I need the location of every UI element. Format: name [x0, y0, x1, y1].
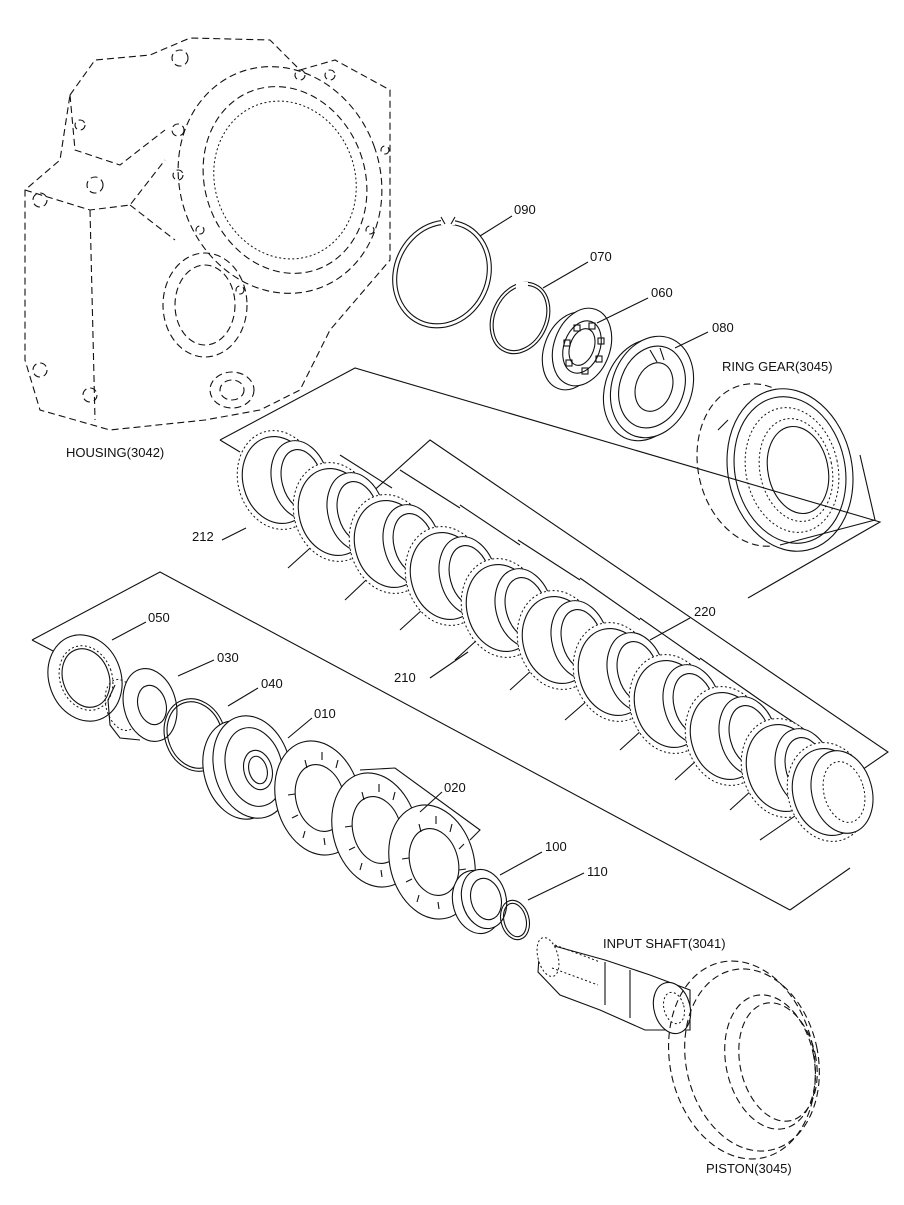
- label-080[interactable]: 080: [712, 320, 734, 335]
- retainer-plate-010[interactable]: [192, 707, 302, 828]
- clutch-pack-outer-frame: [219, 367, 882, 599]
- ring-gear-part[interactable]: [682, 372, 876, 563]
- bearing-060[interactable]: [532, 300, 622, 398]
- snap-ring-110[interactable]: [496, 897, 533, 943]
- label-070[interactable]: 070: [590, 249, 612, 264]
- label-input-shaft[interactable]: INPUT SHAFT(3041): [603, 936, 726, 951]
- label-housing[interactable]: HOUSING(3042): [66, 445, 164, 460]
- housing-part[interactable]: [24, 37, 413, 431]
- snap-ring-070[interactable]: [479, 273, 561, 364]
- label-040[interactable]: 040: [261, 676, 283, 691]
- leader-lines: [111, 215, 709, 901]
- input-shaft-part[interactable]: [533, 935, 696, 1038]
- friction-washer-050[interactable]: [36, 624, 134, 731]
- piston-part[interactable]: [651, 947, 836, 1173]
- label-010[interactable]: 010: [314, 706, 336, 721]
- label-020[interactable]: 020: [444, 780, 466, 795]
- part-labels: 090 070 060 080 RING GEAR(3045) HOUSING(…: [66, 202, 833, 1176]
- seal-100[interactable]: [446, 864, 513, 939]
- label-090[interactable]: 090: [514, 202, 536, 217]
- label-050[interactable]: 050: [148, 610, 170, 625]
- label-100[interactable]: 100: [545, 839, 567, 854]
- snap-ring-090[interactable]: [375, 204, 508, 344]
- label-ring-gear[interactable]: RING GEAR(3045): [722, 359, 833, 374]
- label-030[interactable]: 030: [217, 650, 239, 665]
- clutch-hub-030[interactable]: [100, 663, 185, 748]
- label-060[interactable]: 060: [651, 285, 673, 300]
- label-110[interactable]: 110: [587, 864, 608, 879]
- label-210[interactable]: 210: [394, 670, 416, 685]
- label-220[interactable]: 220: [694, 604, 716, 619]
- lower-assembly-frame: [31, 571, 851, 911]
- thrust-washer-080[interactable]: [590, 324, 708, 452]
- label-piston[interactable]: PISTON(3045): [706, 1161, 792, 1176]
- label-212[interactable]: 212: [192, 529, 214, 544]
- clutch-disc-stack[interactable]: [226, 421, 881, 850]
